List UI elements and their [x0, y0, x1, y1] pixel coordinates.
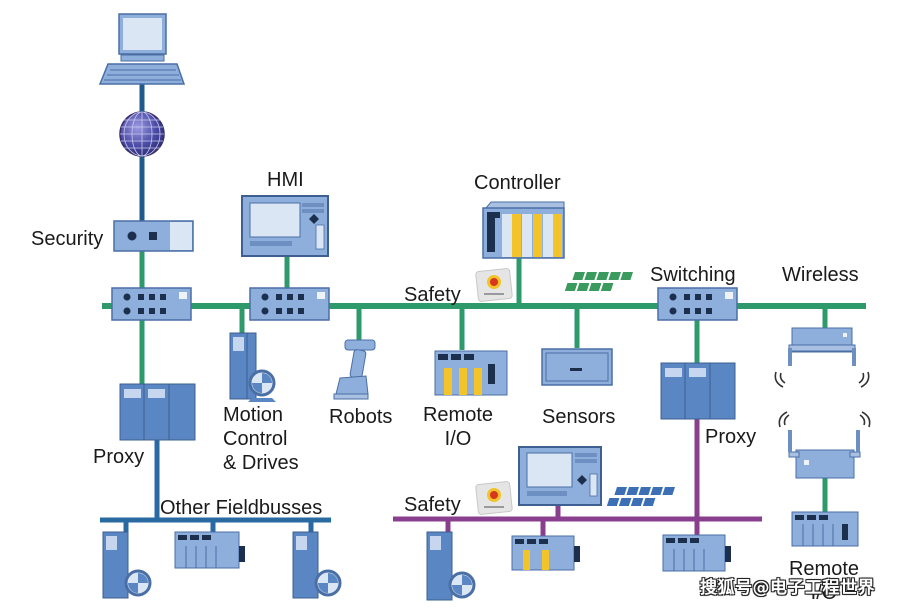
- label-remote-io-wireless-line-1: Remote: [788, 558, 860, 580]
- label-motion-line-1: Motion: [223, 404, 284, 426]
- label-switching: Switching: [650, 264, 736, 286]
- profinet-logo-mark: [564, 272, 633, 291]
- label-remote-io-wireless-line-2: I/O: [810, 582, 838, 604]
- network-switch-1: [111, 287, 192, 321]
- network-lines: [100, 84, 866, 536]
- label-motion-line-3: & Drives: [223, 452, 299, 474]
- remote-io-icon: [434, 350, 508, 396]
- robot-arm-icon: [333, 339, 376, 400]
- label-other-fieldbusses: Other Fieldbusses: [160, 497, 323, 519]
- wireless-client-icon: [778, 411, 871, 479]
- label-sensors: Sensors: [542, 406, 616, 428]
- label-security: Security: [31, 228, 104, 250]
- label-safety-bottom: Safety: [404, 494, 461, 516]
- fieldbus-drive-1-icon: [102, 531, 152, 599]
- label-proxy-left: Proxy: [93, 446, 145, 468]
- emergency-stop-icon: [475, 268, 513, 302]
- remote-io-wireless-icon: [791, 511, 859, 547]
- hmi-panel-icon: [241, 195, 329, 257]
- profibus-drive-icon: [426, 531, 476, 601]
- computer-icon: [98, 13, 186, 85]
- label-proxy-right: Proxy: [705, 426, 757, 448]
- label-wireless: Wireless: [782, 264, 859, 286]
- label-remote-io-line-1: Remote: [422, 404, 494, 426]
- motion-drive-icon: [229, 332, 276, 402]
- network-switch-3: [657, 287, 738, 321]
- profibus-remote-io-icon: [511, 535, 580, 571]
- proxy-left-icon: [119, 383, 196, 441]
- profibus-logo-mark: [606, 487, 675, 506]
- watermark: 搜狐号@电子工程世界: [700, 578, 875, 598]
- security-device-icon: [113, 220, 194, 252]
- controller-plc-icon: [482, 201, 565, 259]
- label-safety-top: Safety: [404, 284, 461, 306]
- fieldbus-drive-2-icon: [292, 531, 342, 599]
- sensor-icon: [541, 348, 613, 386]
- label-hmi: HMI: [267, 169, 304, 191]
- proxy-right-icon: [660, 362, 736, 420]
- label-remote-io-line-2: I/O: [444, 428, 472, 450]
- label-controller: Controller: [474, 172, 561, 194]
- internet-globe-icon: [119, 111, 165, 157]
- profibus-hmi-panel-icon: [518, 446, 602, 506]
- wireless-access-point-icon: [774, 327, 870, 388]
- label-motion-line-2: Control: [223, 428, 288, 450]
- profibus-remote-io-2-icon: [662, 534, 731, 572]
- network-switch-2: [249, 287, 330, 321]
- fieldbus-remote-io-icon: [174, 531, 245, 569]
- label-robots: Robots: [329, 406, 393, 428]
- safety-estop-bottom-icon: [475, 481, 513, 515]
